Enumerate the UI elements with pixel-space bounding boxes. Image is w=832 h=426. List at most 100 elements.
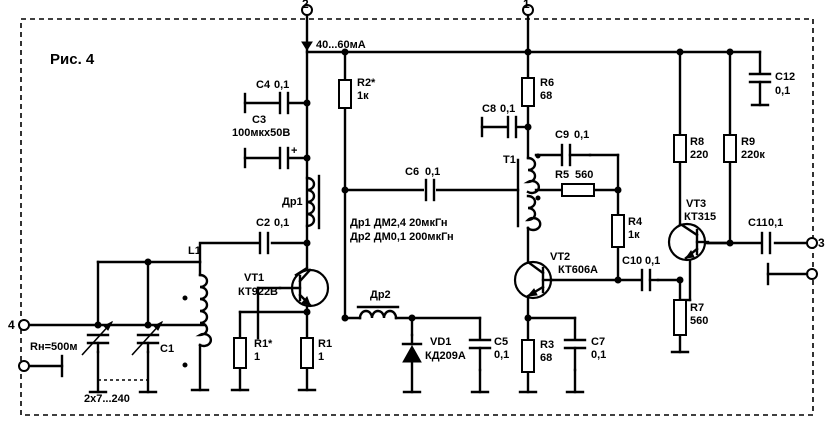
- enclosure-frame: [20, 18, 814, 416]
- diode-VD1: VD1 КД209А: [401, 333, 466, 363]
- svg-text:560: 560: [690, 315, 708, 327]
- svg-text:C11: C11: [748, 217, 768, 229]
- svg-text:VD1: VD1: [430, 336, 451, 348]
- svg-text:VT3: VT3: [686, 198, 706, 210]
- resistor-R5: R5 560: [555, 169, 595, 197]
- capacitor-C3: + C3 100мкх50В: [232, 114, 297, 170]
- choke-note-2: Др2 ДМ0,1 200мкГн: [350, 231, 454, 243]
- svg-text:R8: R8: [690, 136, 704, 148]
- svg-text:T1: T1: [503, 154, 516, 166]
- svg-text:1к: 1к: [628, 229, 640, 241]
- input-impedance-label: Rн=500м: [30, 341, 78, 353]
- svg-text:VT2: VT2: [550, 251, 570, 263]
- svg-text:0,1: 0,1: [274, 217, 289, 229]
- svg-text:C6: C6: [405, 166, 419, 178]
- svg-text:40...60мА: 40...60мА: [316, 39, 366, 51]
- svg-text:R7: R7: [690, 302, 704, 314]
- capacitor-C1-dual-variable: C1 2х7...240: [81, 320, 174, 405]
- svg-text:1: 1: [318, 351, 324, 363]
- svg-text:2х7...240: 2х7...240: [84, 393, 130, 405]
- resistor-R7: R7 560: [673, 299, 708, 336]
- capacitor-C9: C9 0,1: [555, 129, 592, 167]
- svg-text:R5: R5: [555, 169, 569, 181]
- capacitor-C10: C10 0,1: [622, 255, 660, 292]
- svg-text:R4: R4: [628, 216, 643, 228]
- svg-text:C9: C9: [555, 129, 569, 141]
- svg-text:C12: C12: [775, 71, 795, 83]
- svg-text:R1*: R1*: [254, 338, 273, 350]
- svg-text:220к: 220к: [741, 149, 765, 161]
- svg-text:220: 220: [690, 149, 708, 161]
- svg-text:0,1: 0,1: [645, 255, 660, 267]
- capacitor-C4: C4 0,1: [243, 79, 289, 115]
- resistor-R8: R8 220: [673, 134, 708, 163]
- svg-text:L1: L1: [188, 245, 201, 257]
- resistor-R9: R9 220к: [723, 134, 765, 163]
- figure-title: Рис. 4: [50, 51, 95, 68]
- capacitor-C8: C8 0,1: [480, 103, 518, 139]
- choke-Dr1: Др1: [282, 174, 321, 230]
- svg-text:R3: R3: [540, 339, 554, 351]
- transistor-VT3: VT3 КТ315: [667, 198, 716, 262]
- svg-text:C10: C10: [622, 255, 642, 267]
- capacitor-C11: C11 0,1: [748, 217, 783, 255]
- svg-text:VT1: VT1: [244, 272, 264, 284]
- svg-text:0,1: 0,1: [768, 217, 783, 229]
- svg-text:0,1: 0,1: [500, 103, 515, 115]
- capacitor-C12: C12 0,1: [748, 71, 795, 107]
- resistor-R2: R2* 1к: [338, 77, 376, 109]
- svg-text:КТ922В: КТ922В: [238, 286, 278, 298]
- svg-text:КТ315: КТ315: [684, 211, 716, 223]
- svg-text:1: 1: [523, 0, 530, 11]
- capacitor-C2: C2 0,1: [256, 217, 289, 255]
- inductor-L1: L1: [182, 243, 213, 368]
- svg-text:68: 68: [540, 90, 552, 102]
- svg-text:C4: C4: [256, 79, 271, 91]
- capacitor-C5: C5 0,1: [468, 336, 509, 372]
- svg-text:4: 4: [8, 318, 15, 332]
- terminal-4: 4 Rн=500м: [8, 318, 78, 378]
- svg-text:C1: C1: [160, 343, 174, 355]
- svg-text:0,1: 0,1: [775, 85, 790, 97]
- resistor-R1-star: R1* 1: [233, 337, 273, 369]
- current-note: 40...60мА: [301, 39, 366, 51]
- svg-text:2: 2: [302, 0, 309, 11]
- svg-text:0,1: 0,1: [425, 166, 440, 178]
- svg-text:КТ606А: КТ606А: [558, 264, 598, 276]
- svg-text:C2: C2: [256, 217, 270, 229]
- resistor-R1: R1 1: [300, 337, 332, 369]
- svg-text:Др2: Др2: [370, 289, 391, 301]
- svg-text:R9: R9: [741, 136, 755, 148]
- svg-text:C3: C3: [252, 114, 266, 126]
- capacitor-C7: C7 0,1: [563, 336, 606, 372]
- svg-text:+: +: [291, 145, 297, 157]
- choke-note-1: Др1 ДМ2,4 20мкГн: [350, 217, 448, 229]
- capacitor-C6: C6 0,1: [405, 166, 440, 202]
- terminal-2: 2: [301, 0, 313, 16]
- svg-text:560: 560: [575, 169, 593, 181]
- svg-text:C8: C8: [482, 103, 496, 115]
- svg-text:68: 68: [540, 352, 552, 364]
- svg-text:0,1: 0,1: [274, 79, 289, 91]
- resistor-R6: R6 68: [521, 77, 554, 107]
- svg-text:Др1: Др1: [282, 196, 303, 208]
- choke-Dr2: Др2: [356, 289, 400, 320]
- svg-text:100мкх50В: 100мкх50В: [232, 127, 290, 139]
- terminal-1: 1: [522, 0, 534, 16]
- ground-symbols: [88, 92, 770, 394]
- svg-text:R6: R6: [540, 77, 554, 89]
- junction-dots: [94, 48, 734, 329]
- resistor-R3: R3 68: [521, 339, 554, 373]
- transformer-T1: T1: [503, 153, 542, 232]
- svg-text:0,1: 0,1: [591, 349, 606, 361]
- svg-text:R2*: R2*: [357, 77, 376, 89]
- svg-text:1: 1: [254, 351, 260, 363]
- svg-text:R1: R1: [318, 338, 332, 350]
- terminal-3: 3: [766, 236, 825, 286]
- svg-text:C5: C5: [494, 336, 508, 348]
- transistor-VT2: VT2 КТ606А: [513, 251, 598, 300]
- svg-text:C7: C7: [591, 336, 605, 348]
- svg-text:0,1: 0,1: [574, 129, 589, 141]
